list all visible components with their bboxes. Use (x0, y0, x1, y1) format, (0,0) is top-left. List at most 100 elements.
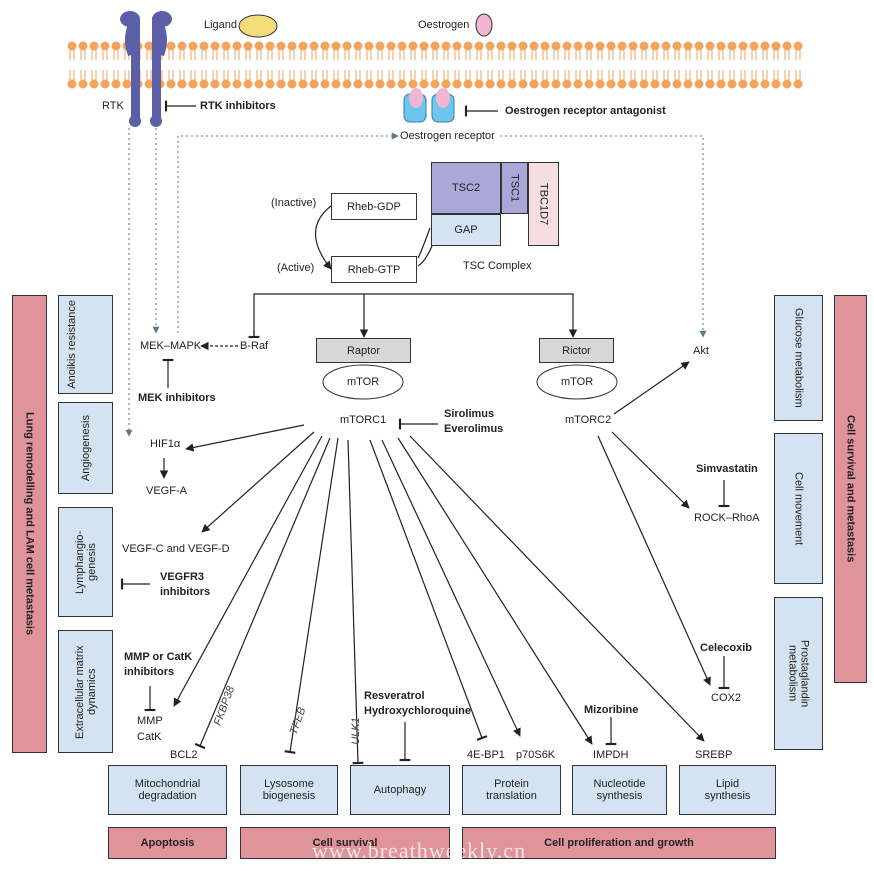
everolimus-label: Everolimus (444, 423, 504, 435)
right-panel-label-prostaglandin: Prostaglandin metabolism (786, 639, 811, 708)
mizoribine-label: Mizoribine (584, 704, 639, 716)
bcl2-label: BCL2 (170, 749, 198, 761)
vegf-a-label: VEGF-A (146, 485, 187, 497)
mtorc1-label: mTORC1 (340, 414, 387, 426)
right-panel-prostaglandin: Prostaglandin metabolism (774, 597, 823, 750)
impdh-label: IMPDH (593, 749, 629, 761)
rheb-gdp-box: Rheb-GDP (331, 193, 417, 220)
right-panel-glucose: Glucose metabolism (774, 295, 823, 421)
gap-box: GAP (431, 214, 501, 246)
raptor-label: Raptor (346, 344, 381, 357)
outcome-label-mitochondrial: Mitochondrial degradation (134, 778, 201, 802)
mtorc2-mtor-label: mTOR (561, 376, 594, 388)
cox2-label: COX2 (711, 692, 741, 704)
vegf-cd-label: VEGF-C and VEGF-D (122, 543, 230, 555)
rheb-gtp-label: Rheb-GTP (347, 263, 401, 276)
oestrogen-receptor-label: Oestrogen receptor (398, 130, 497, 142)
left-panel-label-lymphangiogenesis: Lymphangio-genesis (73, 530, 98, 594)
ligand-label: Ligand (204, 19, 238, 31)
rictor-box: Rictor (539, 338, 614, 363)
cell-membrane (67, 41, 803, 89)
vegfr3-label-1: VEGFR3 (160, 571, 205, 583)
oestrogen-label: Oestrogen (418, 19, 470, 31)
mtorc1-mtor-shape (322, 364, 404, 400)
mtorc2-label: mTORC2 (565, 414, 612, 426)
outcome-label-autophagy: Autophagy (373, 784, 427, 796)
outcome-lipid-synthesis: Lipid synthesis (679, 765, 776, 815)
right-banner: Cell survival and metastasis (834, 295, 867, 683)
left-panel-anoikis: Anoikis resistance (58, 295, 113, 394)
mtorc2-mtor-shape (536, 364, 618, 400)
celecoxib-label: Celecoxib (700, 642, 752, 654)
p70s6k-label: p70S6K (516, 749, 556, 761)
active-label: (Active) (277, 262, 315, 274)
4e-bp1-label: 4E-BP1 (467, 749, 505, 761)
braf-label: B-Raf (240, 340, 269, 352)
rictor-label: Rictor (562, 344, 591, 357)
group-cell-survival: Cell survival (240, 827, 450, 859)
gap-label: GAP (454, 224, 478, 236)
group-label-cell-survival: Cell survival (312, 837, 378, 849)
group-label-apoptosis: Apoptosis (140, 837, 195, 849)
right-panel-label-glucose: Glucose metabolism (792, 308, 805, 408)
oestrogen-receptor-antagonist-label: Oestrogen receptor antagonist (505, 105, 666, 117)
mtorc1-mtor-label: mTOR (347, 376, 380, 388)
group-label-cell-proliferation: Cell proliferation and growth (544, 837, 694, 849)
oestrogen-receptor-shape (403, 88, 455, 123)
outcome-label-nucleotide: Nucleotide synthesis (593, 778, 646, 802)
outcome-autophagy: Autophagy (350, 765, 450, 815)
ulk1-label: ULK1 (349, 717, 362, 745)
inactive-label: (Inactive) (271, 197, 317, 209)
tsc2-box: TSC2 (431, 162, 501, 214)
right-panel-label-cell-movement: Cell movement (792, 471, 805, 546)
outcome-protein-translation: Protein translation (462, 765, 561, 815)
resveratrol-label: Resveratrol (364, 690, 425, 702)
left-banner-label: Lung remodelling and LAM cell metastasis (23, 412, 36, 636)
right-banner-label: Cell survival and metastasis (844, 415, 857, 563)
hydroxychloroquine-label: Hydroxychloroquine (364, 705, 471, 717)
group-apoptosis: Apoptosis (108, 827, 227, 859)
rtk-label: RTK (102, 100, 124, 112)
srebp-label: SREBP (695, 749, 733, 761)
right-panel-cell-movement: Cell movement (774, 433, 823, 584)
mmp-catk-inhibitors-label-2: inhibitors (124, 666, 175, 678)
sirolimus-label: Sirolimus (444, 408, 495, 420)
outcome-lysosome-biogenesis: Lysosome biogenesis (240, 765, 338, 815)
vegfr3-label-2: inhibitors (160, 586, 211, 598)
left-banner: Lung remodelling and LAM cell metastasis (12, 295, 47, 753)
tsc-complex-label: TSC Complex (463, 260, 532, 272)
watermark: www.breathweekly.cn (312, 838, 527, 863)
outcome-label-lipid: Lipid synthesis (704, 778, 751, 802)
left-panel-label-angiogenesis: Angiogenesis (79, 414, 92, 482)
rtk-receptor (120, 11, 172, 127)
rtk-inhibitors-label: RTK inhibitors (200, 100, 276, 112)
outcome-mitochondrial-degradation: Mitochondrial degradation (108, 765, 227, 815)
akt-label: Akt (693, 345, 709, 357)
raptor-box: Raptor (316, 338, 411, 363)
left-panel-ecm: Extracellular matrix dynamics (58, 630, 113, 753)
rheb-gdp-label: Rheb-GDP (347, 200, 401, 213)
catk-label: CatK (137, 731, 162, 743)
tsc2-label: TSC2 (451, 182, 481, 194)
tsc1-box: TSC1 (501, 162, 528, 214)
rheb-gtp-box: Rheb-GTP (331, 256, 417, 283)
left-panel-label-anoikis: Anoikis resistance (65, 300, 78, 389)
mek-mapk-label: MEK–MAPK (140, 340, 202, 352)
tbc1d7-label: TBC1D7 (537, 182, 550, 226)
ligand-shape (238, 14, 278, 38)
mmp-catk-inhibitors-label-1: MMP or CatK (124, 651, 193, 663)
rock-rhoa-label: ROCK–RhoA (694, 512, 760, 524)
outcome-label-protein: Protein translation (486, 778, 537, 802)
left-panel-lymphangiogenesis: Lymphangio-genesis (58, 507, 113, 617)
mmp-label: MMP (137, 715, 163, 727)
left-panel-label-ecm: Extracellular matrix dynamics (73, 644, 98, 739)
tbc1d7-box: TBC1D7 (528, 162, 559, 246)
simvastatin-label: Simvastatin (696, 463, 758, 475)
tsc1-label: TSC1 (508, 173, 521, 203)
mek-inhibitors-label: MEK inhibitors (138, 392, 216, 404)
left-panel-angiogenesis: Angiogenesis (58, 402, 113, 494)
hif1a-label: HIF1α (150, 438, 181, 450)
outcome-nucleotide-synthesis: Nucleotide synthesis (572, 765, 667, 815)
